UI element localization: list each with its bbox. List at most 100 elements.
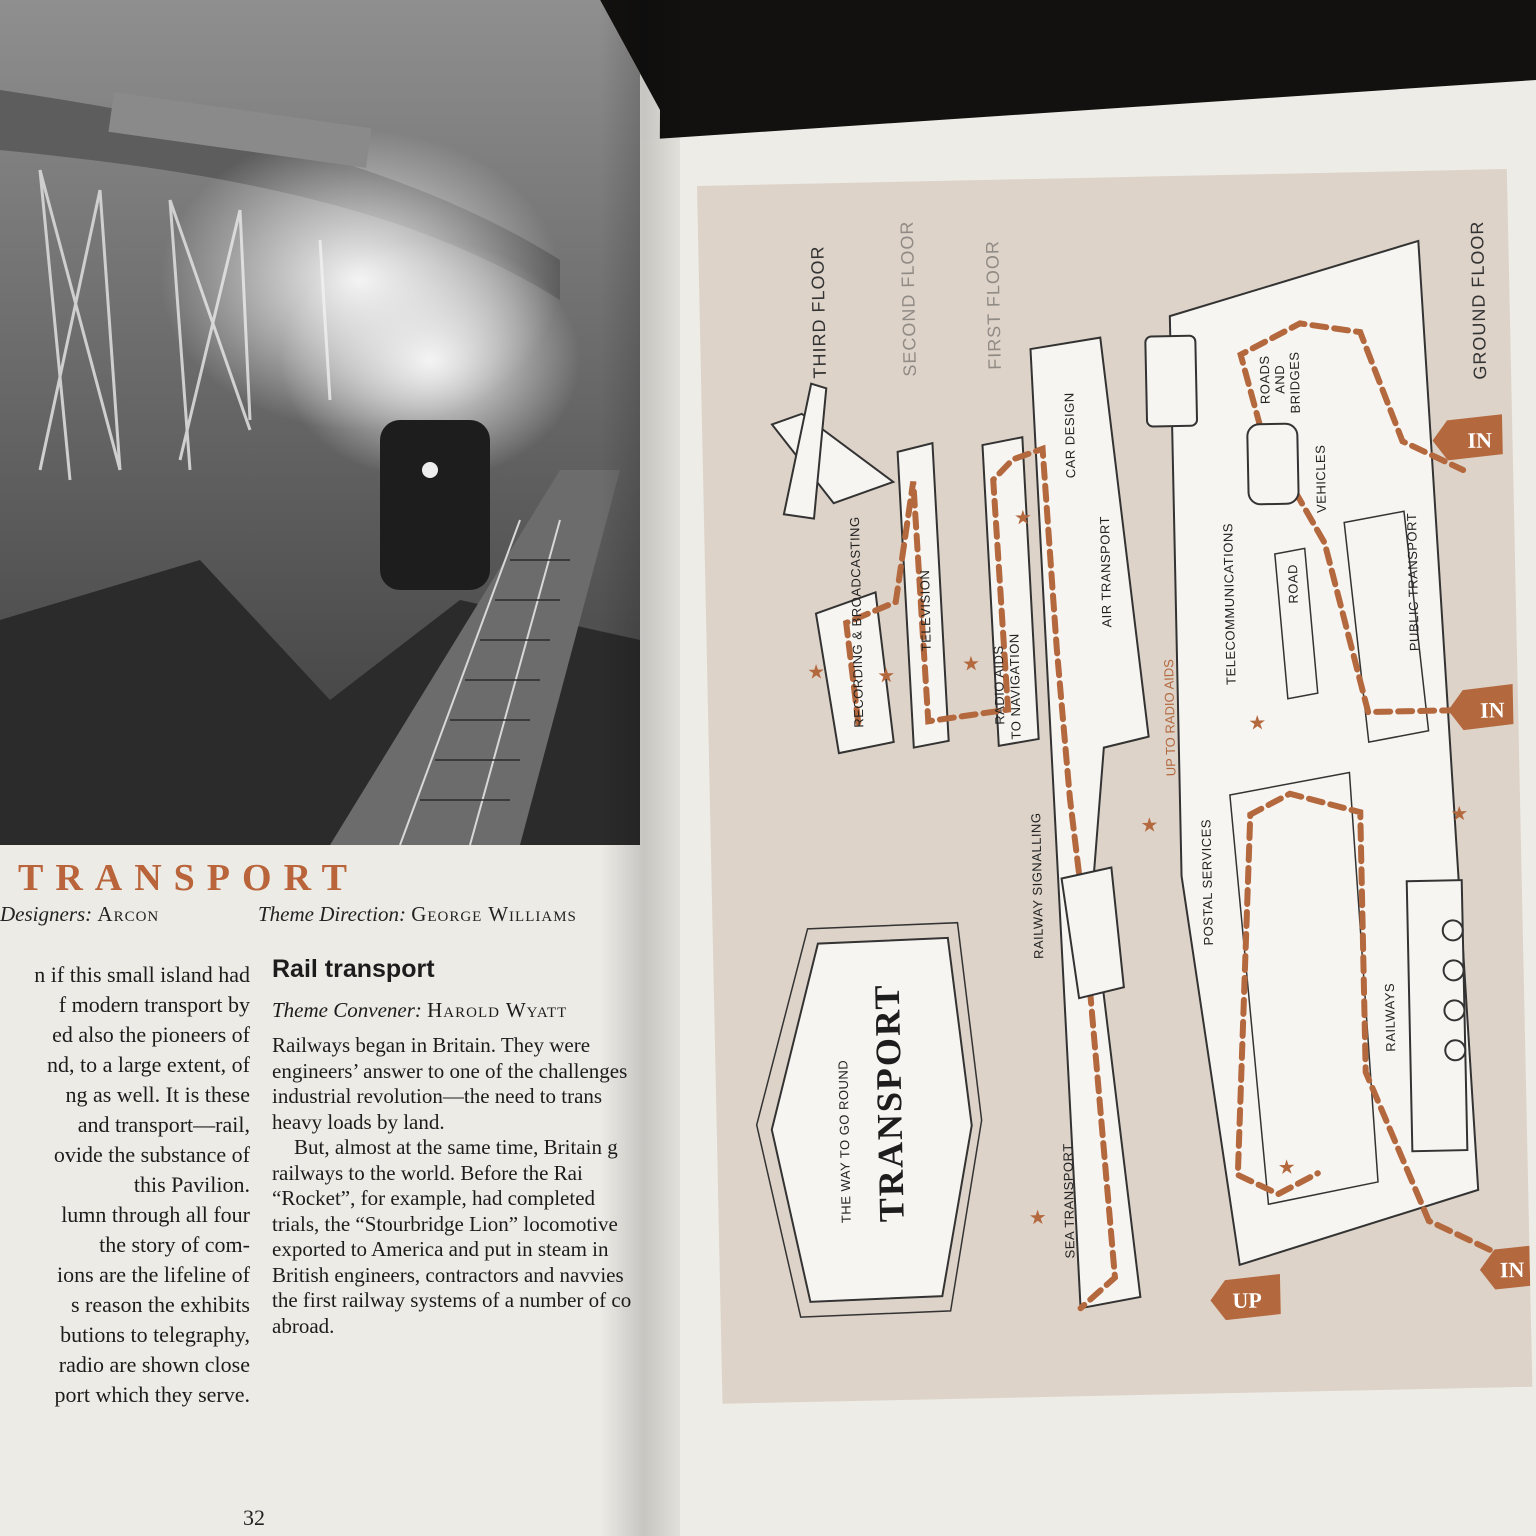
body-line: engineers’ answer to one of the challeng… — [272, 1058, 628, 1083]
intro-line: n if this small island had — [34, 962, 250, 987]
train-viaduct-photo — [0, 0, 640, 845]
route-ground-south — [1234, 790, 1513, 1263]
designers-label: Designers: — [0, 902, 93, 926]
sign-big-text: TRANSPORT — [867, 983, 912, 1223]
aeroplane-icon — [770, 382, 896, 520]
body-line: exported to America and put in steam in — [272, 1237, 609, 1261]
zone-label: TO NAVIGATION — [1006, 633, 1023, 739]
zone-label: ROAD — [1285, 564, 1301, 604]
intro-line: butions to telegraphy, — [60, 1322, 250, 1347]
sign-small-text: THE WAY TO GO ROUND — [835, 1060, 853, 1224]
floor-label: SECOND FLOOR — [897, 220, 920, 376]
body-line: Railways began in Britain. They were — [272, 1033, 591, 1057]
theme-convener-credit: Theme Convener: Harold Wyatt — [272, 998, 632, 1023]
svg-text:IN: IN — [1500, 1257, 1525, 1283]
zone-label: RADIO AIDS — [991, 645, 1008, 725]
zone-label: CAR DESIGN — [1061, 392, 1078, 478]
body-line: “Rocket”, for example, had completed — [272, 1186, 596, 1210]
svg-text:★: ★ — [877, 665, 895, 687]
interior-walls — [1229, 510, 1430, 1206]
svg-text:UP: UP — [1232, 1287, 1262, 1313]
intro-column: n if this small island had f modern tran… — [0, 960, 250, 1410]
theme-direction-credit: Theme Direction: George Williams — [258, 902, 577, 927]
floor-outlines — [814, 239, 1480, 1310]
entrance-badge: IN — [1432, 414, 1503, 461]
zone-label: TELECOMMUNICATIONS — [1220, 523, 1238, 685]
svg-text:★: ★ — [1140, 814, 1158, 836]
svg-text:★: ★ — [1028, 1207, 1046, 1229]
zone-label: AND — [1272, 365, 1288, 394]
svg-text:★: ★ — [1450, 803, 1468, 825]
zone-label: VEHICLES — [1313, 445, 1329, 514]
intro-line: ions are the lifeline of — [56, 1262, 250, 1287]
up-to-radio-aids-label: UP TO RADIO AIDS — [1161, 659, 1178, 777]
intro-line: port which they serve. — [54, 1382, 251, 1407]
up-badge: UP — [1210, 1274, 1281, 1321]
svg-text:IN: IN — [1480, 697, 1505, 723]
zone-label: SEA TRANSPORT — [1060, 1143, 1077, 1258]
way-to-go-round-sign: THE WAY TO GO ROUND TRANSPORT — [755, 921, 983, 1318]
intro-line: s reason the exhibits — [70, 1292, 250, 1317]
zone-label: TELEVISION — [917, 570, 934, 652]
svg-text:★: ★ — [962, 653, 980, 675]
intro-line: nd, to a large extent, of — [46, 1052, 250, 1077]
theme-direction-label: Theme Direction: — [258, 902, 406, 926]
intro-line: lumn through all four — [61, 1202, 250, 1227]
intro-line: the story of com- — [99, 1232, 250, 1257]
left-page: TRANSPORT Designers: Arcon Theme Directi… — [0, 0, 660, 1536]
body-line: the first railway systems of a number of… — [272, 1288, 632, 1312]
designers-name: Arcon — [97, 902, 160, 926]
svg-text:IN: IN — [1467, 427, 1492, 453]
zone-label: POSTAL SERVICES — [1198, 819, 1216, 946]
designers-credit: Designers: Arcon — [0, 902, 159, 927]
svg-text:★: ★ — [1014, 507, 1032, 529]
intro-line: ed also the pioneers of — [52, 1022, 250, 1047]
intro-line: ovide the substance of — [53, 1142, 250, 1167]
zone-labels: RECORDING & BROADCASTING TELEVISION RADI… — [847, 351, 1422, 1258]
svg-text:★: ★ — [807, 661, 825, 683]
body-line: But, almost at the same time, Britain g — [294, 1135, 618, 1159]
convener-name: Harold Wyatt — [427, 998, 568, 1022]
ground-floor-west-wing — [1029, 336, 1150, 1310]
rail-transport-title: Rail transport — [272, 955, 435, 983]
zone-label: RECORDING & BROADCASTING — [847, 516, 866, 728]
body-line: abroad. — [272, 1313, 335, 1338]
svg-text:★: ★ — [1277, 1157, 1295, 1179]
convener-label: Theme Convener: — [272, 998, 422, 1022]
intro-line: this Pavilion. — [133, 1172, 250, 1197]
locomotive-icon — [1405, 879, 1469, 1153]
theme-direction-name: George Williams — [411, 902, 577, 926]
zone-label: RAILWAYS — [1382, 983, 1398, 1052]
intro-line: radio are shown close — [58, 1352, 250, 1377]
intro-line: and transport—rail, — [77, 1112, 250, 1137]
body-line: British engineers, contractors and navvi… — [272, 1262, 624, 1287]
bus-icon — [1144, 334, 1199, 428]
page-number: 32 — [243, 1505, 265, 1530]
pavilion-floor-plan: THIRD FLOOR SECOND FLOOR FIRST FLOOR GRO… — [697, 169, 1533, 1404]
entrance-badge: IN — [1448, 684, 1514, 731]
zone-label: BRIDGES — [1287, 351, 1303, 413]
route-ground-north — [1237, 320, 1482, 716]
body-line: heavy loads by land. — [272, 1109, 445, 1134]
floor-label: THIRD FLOOR — [807, 245, 830, 378]
ground-floor-east-wing — [1168, 239, 1480, 1267]
floor-label: FIRST FLOOR — [982, 240, 1005, 370]
entrance-badge: IN — [1479, 1245, 1531, 1290]
section-heading: TRANSPORT — [18, 857, 360, 899]
rail-transport-column: Rail transport Theme Convener: Harold Wy… — [272, 955, 632, 1339]
floor-label: GROUND FLOOR — [1467, 220, 1490, 379]
ship-icon — [1060, 866, 1125, 1000]
zone-label: PUBLIC TRANSPORT — [1404, 513, 1422, 652]
body-line: trials, the “Stourbridge Lion” locomotiv… — [272, 1211, 618, 1236]
intro-line: ng as well. It is these — [65, 1082, 250, 1107]
zone-label: AIR TRANSPORT — [1097, 516, 1114, 628]
zone-label: ROADS — [1257, 355, 1273, 404]
intro-line: f modern transport by — [58, 992, 250, 1017]
zone-label: RAILWAY SIGNALLING — [1028, 812, 1046, 959]
rail-transport-body: Railways began in Britain. They were eng… — [272, 1033, 632, 1339]
body-line: railways to the world. Before the Rai — [272, 1160, 583, 1185]
second-floor-room — [896, 441, 950, 749]
car-icon — [1246, 422, 1300, 506]
body-line: industrial revolution—the need to trans — [272, 1084, 603, 1108]
